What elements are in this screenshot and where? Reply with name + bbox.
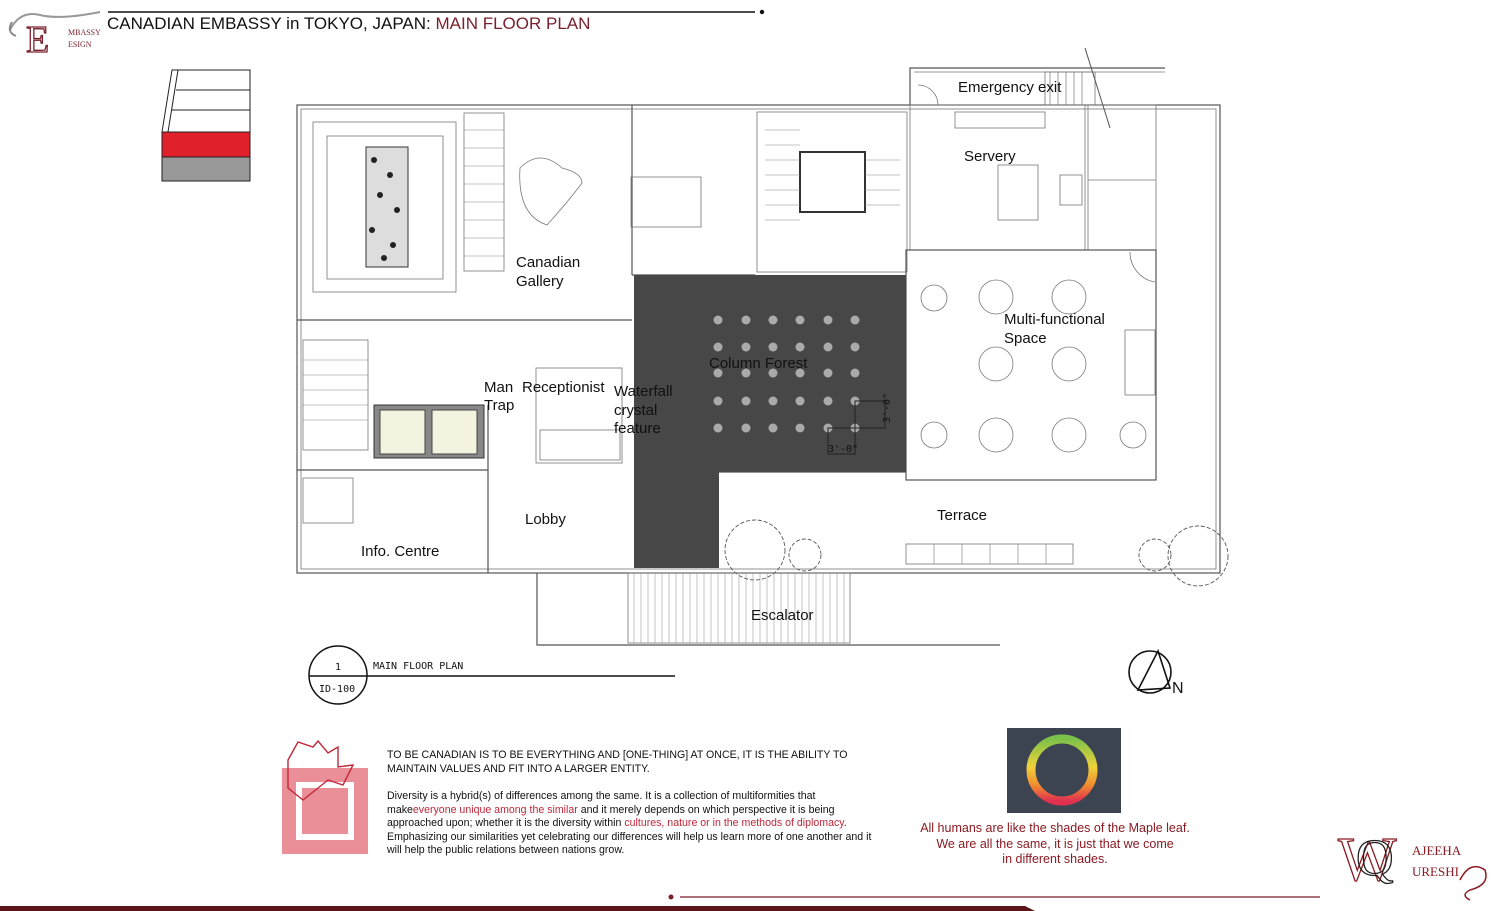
svg-text:MBASSY: MBASSY — [68, 28, 101, 37]
dining-tables — [920, 279, 1147, 453]
svg-text:URESHI: URESHI — [1412, 864, 1459, 879]
svg-text:Q: Q — [1356, 830, 1394, 887]
column — [823, 342, 833, 352]
room-label-man-trap: Man — [484, 379, 513, 396]
column — [768, 423, 778, 433]
column — [713, 368, 723, 378]
column — [741, 342, 751, 352]
sculpture — [519, 157, 583, 226]
column — [713, 423, 723, 433]
room-label-waterfall: crystal — [614, 402, 657, 419]
room-label-column-forest: Column Forest — [709, 355, 808, 372]
column — [741, 423, 751, 433]
legend-grey-swatch — [161, 156, 251, 182]
room-label-emergency-exit: Emergency exit — [958, 79, 1062, 96]
page-title: CANADIAN EMBASSY in TOKYO, JAPAN: MAIN F… — [107, 14, 591, 33]
svg-text:W: W — [1338, 826, 1397, 894]
column — [768, 342, 778, 352]
column — [823, 368, 833, 378]
column — [795, 396, 805, 406]
column — [713, 342, 723, 352]
column — [768, 315, 778, 325]
elevator — [799, 151, 866, 213]
column — [850, 368, 860, 378]
display-pattern — [369, 157, 400, 261]
material-legend — [161, 69, 251, 182]
column — [713, 315, 723, 325]
room-label-servery: Servery — [964, 148, 1016, 165]
room-label-escalator: Escalator — [751, 607, 814, 624]
column — [795, 342, 805, 352]
column — [850, 315, 860, 325]
column-forest-zone: 3'-0" 3'-0" — [634, 275, 906, 568]
room-label-waterfall: Waterfall — [614, 383, 673, 400]
wajeeha-qureshi-logo: W Q AJEEHA URESHI — [1337, 825, 1487, 901]
embassy-design-logo: E MBASSY ESIGN — [8, 11, 101, 62]
room-label-multi-functional: Multi-functional — [1004, 311, 1105, 328]
dimension-label: 3'-0" — [828, 444, 858, 455]
plan-title-tag: 1 ID-100 MAIN FLOOR PLAN — [308, 645, 675, 705]
column — [768, 368, 778, 378]
dimension-label: 3'-0" — [882, 393, 893, 423]
column — [741, 396, 751, 406]
svg-text:E: E — [26, 19, 49, 61]
column — [795, 315, 805, 325]
footer-bar — [0, 906, 1035, 911]
room-label-receptionist: Receptionist — [522, 379, 605, 396]
room-label-canadian-gallery: Canadian — [516, 254, 580, 271]
column — [741, 315, 751, 325]
svg-text:MAIN FLOOR PLAN: MAIN FLOOR PLAN — [373, 661, 463, 672]
column — [795, 423, 805, 433]
column — [741, 368, 751, 378]
maple-quote: All humans are like the shades of the Ma… — [920, 821, 1190, 866]
column — [768, 396, 778, 406]
svg-text:ESIGN: ESIGN — [68, 40, 92, 49]
room-label-info-centre: Info. Centre — [361, 543, 439, 560]
room-label-terrace: Terrace — [937, 507, 987, 524]
column — [823, 315, 833, 325]
legend-red-swatch — [161, 131, 251, 158]
header-rule-dot — [759, 9, 765, 15]
room-label-waterfall: feature — [614, 420, 661, 437]
svg-text:AJEEHA: AJEEHA — [1412, 843, 1462, 858]
room-label-multi-functional: Space — [1004, 330, 1047, 347]
column — [823, 396, 833, 406]
svg-text:N: N — [1172, 680, 1184, 697]
north-arrow-icon: N — [1128, 648, 1184, 697]
planter — [905, 543, 1074, 565]
column — [713, 396, 723, 406]
room-label-man-trap: Trap — [484, 397, 514, 414]
svg-text:1: 1 — [335, 662, 341, 673]
maple-leaf-icon — [282, 739, 368, 854]
room-label-lobby: Lobby — [525, 511, 566, 528]
trees — [724, 519, 1229, 587]
svg-text:ID-100: ID-100 — [319, 684, 355, 695]
room-label-canadian-gallery: Gallery — [516, 273, 564, 290]
statement-heading: TO BE CANADIAN IS TO BE EVERYTHING AND [… — [387, 749, 848, 775]
maple-leaf-ring-photo — [1007, 728, 1121, 813]
column — [795, 368, 805, 378]
gallery-display-case — [365, 146, 409, 268]
statement-paragraph: Diversity is a hybrid(s) of differences … — [387, 790, 872, 856]
column — [850, 342, 860, 352]
